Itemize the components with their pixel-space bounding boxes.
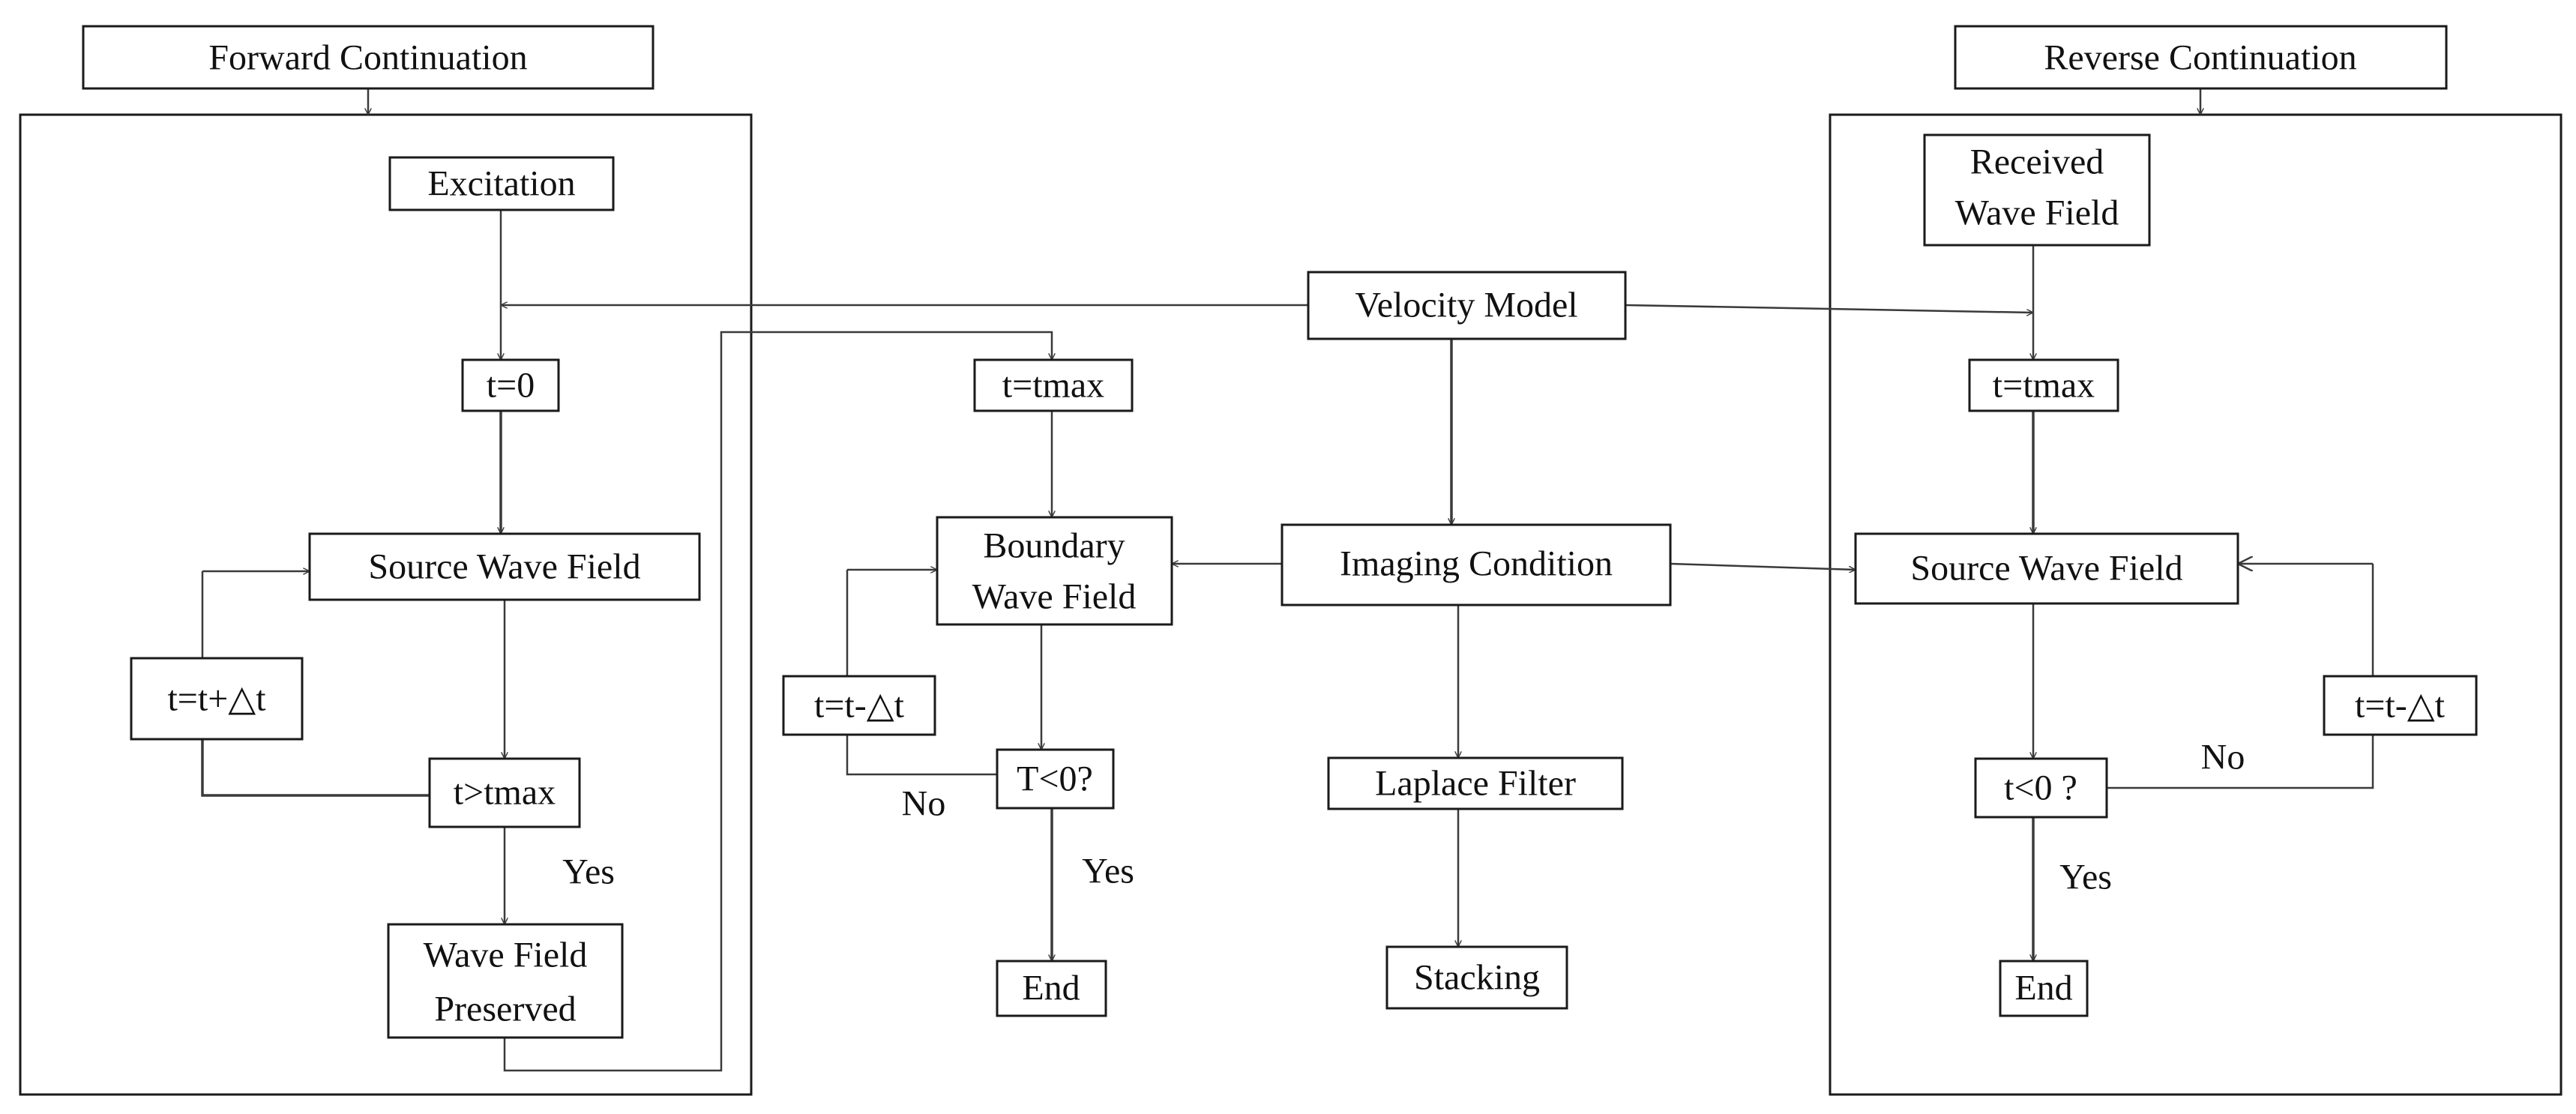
middle-t-decrement-label: t=t-△t — [814, 686, 905, 726]
reverse-t-lt-zero-label: t<0 ? — [2004, 768, 2077, 808]
boundary-wave-field-line2: Wave Field — [972, 577, 1137, 617]
middle-t-decrement-box — [782, 675, 936, 736]
stacking-label: Stacking — [1414, 958, 1540, 998]
wave-field-preserved-box — [387, 923, 624, 1039]
reverse-t-decrement-label: t=t-△t — [2355, 686, 2446, 726]
reverse-yes-label: Yes — [2059, 858, 2112, 897]
reverse-t-lt-zero-box — [1974, 757, 2108, 819]
middle-end-box — [996, 960, 1107, 1017]
middle-end-label: End — [1022, 969, 1080, 1008]
reverse-source-wave-field-box — [1854, 532, 2239, 605]
reverse-continuation-header-box — [1954, 25, 2448, 90]
forward-source-wave-field-box — [308, 532, 701, 601]
reverse-source-wave-field-label: Source Wave Field — [1910, 549, 2182, 588]
boundary-wave-field-line1: Boundary — [983, 526, 1125, 566]
reverse-continuation-frame — [1829, 113, 2563, 1096]
imaging-condition-label: Imaging Condition — [1340, 544, 1613, 584]
reverse-t-tmax-box — [1968, 358, 2119, 412]
received-wave-field-line1: Received — [1970, 142, 2104, 182]
forward-continuation-header-box — [82, 25, 654, 90]
forward-t-increment-box — [130, 657, 304, 741]
reverse-t-tmax-label: t=tmax — [1993, 366, 2095, 406]
middle-t-lt-zero-box — [996, 748, 1115, 810]
excitation-box — [388, 156, 615, 211]
wave-field-preserved-line1: Wave Field — [424, 936, 588, 975]
imaging-condition-box — [1281, 523, 1672, 606]
laplace-filter-box — [1327, 756, 1624, 810]
forward-t-zero-box — [461, 358, 560, 412]
forward-continuation-frame — [19, 113, 753, 1096]
middle-no-label: No — [902, 784, 946, 824]
laplace-filter-label: Laplace Filter — [1375, 764, 1576, 804]
received-wave-field-line2: Wave Field — [1955, 193, 2119, 233]
boundary-wave-field-box — [936, 516, 1173, 626]
forward-yes-label: Yes — [562, 852, 615, 892]
reverse-end-box — [1999, 960, 2089, 1017]
reverse-end-label: End — [2014, 969, 2072, 1008]
reverse-continuation-header: Reverse Continuation — [2044, 38, 2356, 78]
middle-yes-label: Yes — [1082, 852, 1134, 891]
velocity-model-label: Velocity Model — [1355, 286, 1577, 325]
middle-t-tmax-label: t=tmax — [1002, 366, 1104, 406]
middle-t-lt-zero-label: T<0? — [1017, 759, 1093, 799]
forward-source-wave-field-label: Source Wave Field — [368, 547, 640, 587]
received-wave-field-box — [1923, 133, 2151, 247]
forward-t-gt-tmax-box — [428, 757, 581, 828]
forward-t-increment-label: t=t+△t — [167, 679, 266, 719]
excitation-label: Excitation — [427, 164, 575, 204]
wave-field-preserved-line2: Preserved — [434, 990, 576, 1029]
stacking-box — [1385, 945, 1568, 1010]
forward-continuation-header: Forward Continuation — [208, 38, 527, 78]
forward-t-gt-tmax-label: t>tmax — [454, 773, 556, 813]
connectors — [201, 88, 2374, 1072]
forward-t-zero-label: t=0 — [487, 366, 535, 406]
middle-t-tmax-box — [973, 358, 1134, 412]
reverse-t-decrement-box — [2323, 675, 2478, 736]
reverse-no-label: No — [2201, 738, 2245, 777]
velocity-model-box — [1307, 271, 1627, 340]
